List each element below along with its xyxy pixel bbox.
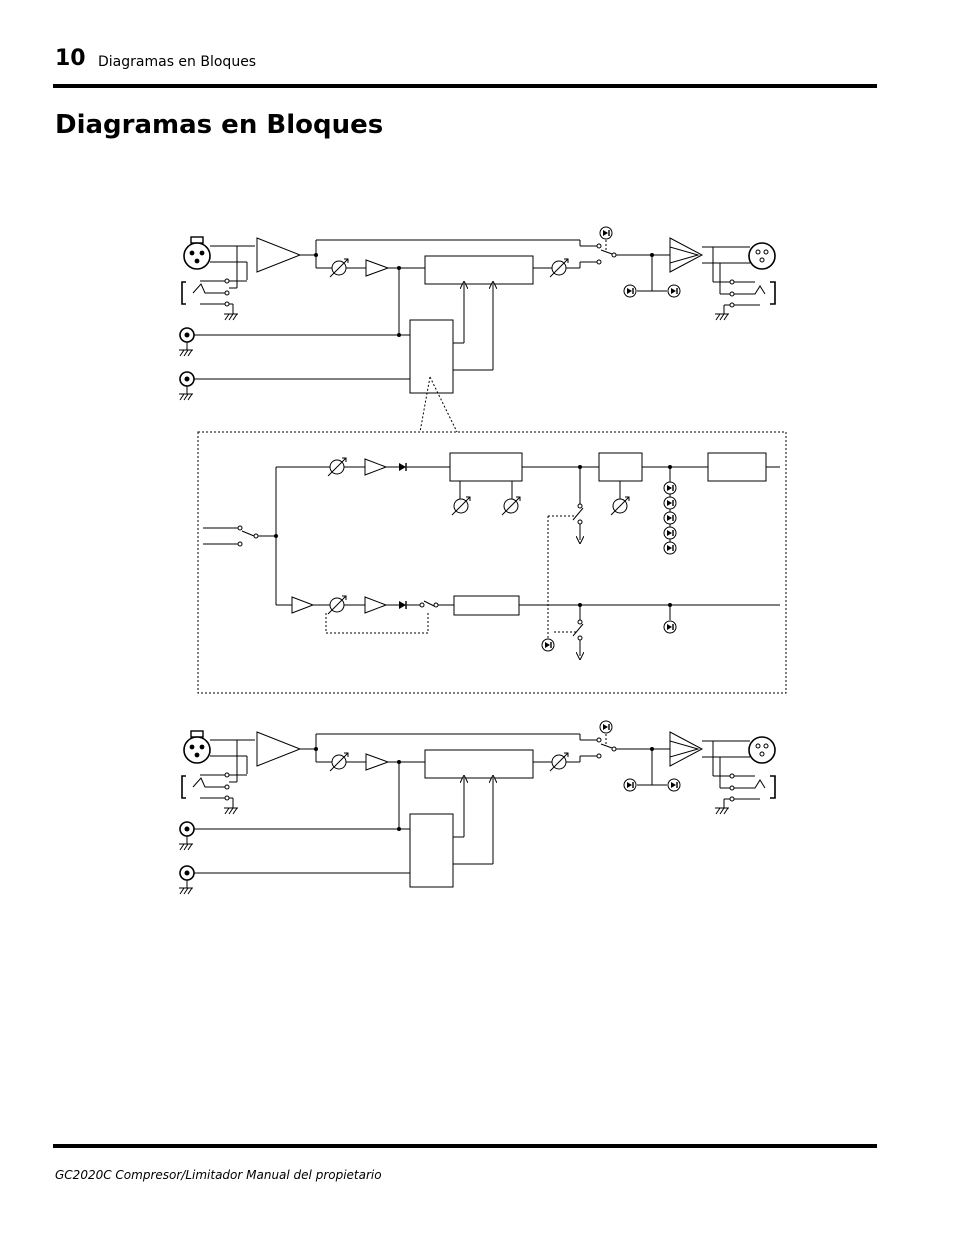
footer-text: GC2020C Compresor/Limitador Manual del p… (55, 1168, 382, 1182)
page-title: Diagramas en Bloques (55, 110, 384, 140)
channel-2-diagram (179, 721, 775, 894)
channel-1-diagram (179, 227, 775, 400)
header-rule (53, 84, 877, 88)
page-number: 10 (55, 46, 86, 71)
footer-rule (53, 1144, 877, 1148)
running-head: Diagramas en Bloques (98, 54, 257, 70)
sidechain-detail (197, 431, 787, 694)
